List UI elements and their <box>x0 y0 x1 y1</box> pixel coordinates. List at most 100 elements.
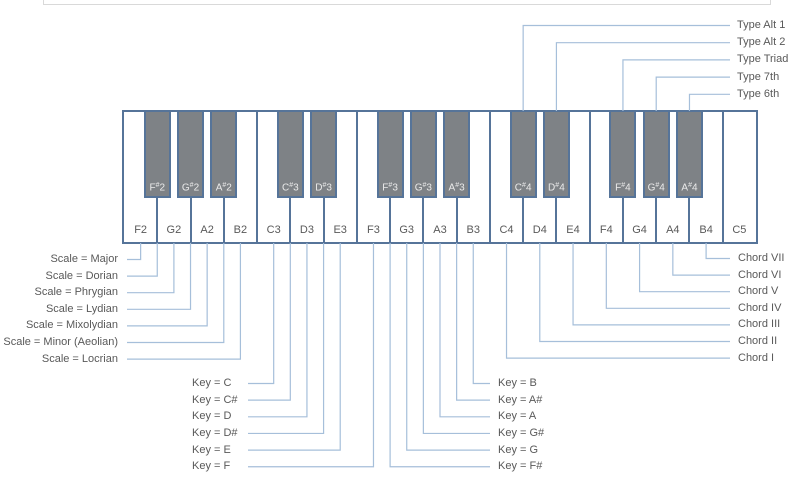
types-label-dsharp4: Type Alt 2 <box>737 36 786 49</box>
scales-label-g2: Scale = Phrygian <box>34 286 118 299</box>
black-key-label-asharp3: A#3 <box>448 181 465 193</box>
white-key-label-a4: A4 <box>666 224 680 236</box>
keys-right-label-g3: Key = G <box>498 443 539 456</box>
keys-left-label-c3: Key = C <box>192 377 232 389</box>
keys-left-label-e3: Key = E <box>192 443 231 456</box>
black-key-asharp3: A#3 <box>443 112 471 198</box>
black-key-label-gsharp4: G#4 <box>647 181 665 193</box>
chords-label-d4: Chord II <box>738 335 778 347</box>
black-key-fsharp4: F#4 <box>609 112 637 198</box>
black-key-label-dsharp4: D#4 <box>548 181 565 193</box>
keys-right-label-fsharp3: Key = F# <box>498 460 543 473</box>
chords-label-b4: Chord VII <box>738 252 785 264</box>
connector-keys_left-c3 <box>248 243 275 385</box>
connector-types-fsharp4 <box>622 59 730 111</box>
white-key-label-c5: C5 <box>732 224 747 236</box>
scales-label-f2: Scale = Major <box>50 253 118 265</box>
keys-right-label-a3: Key = A <box>498 410 537 423</box>
white-key-label-a2: A2 <box>200 224 214 236</box>
black-key-gsharp2: G#2 <box>177 112 205 198</box>
black-key-dsharp4: D#4 <box>542 112 570 198</box>
connector-scales-g2 <box>127 243 175 294</box>
key-divider <box>455 198 458 242</box>
cropped-frame-bottom-rule <box>43 0 771 5</box>
key-divider <box>322 198 325 242</box>
connector-chords-e4 <box>572 243 730 326</box>
key-divider <box>488 112 491 242</box>
keys-left-label-csharp3: Key = C# <box>192 393 238 406</box>
black-key-csharp4: C#4 <box>509 112 537 198</box>
white-key-label-g3: G3 <box>399 224 415 236</box>
connector-types-asharp4 <box>688 93 730 111</box>
connector-types-dsharp4 <box>555 42 730 111</box>
types-label-gsharp4: Type 7th <box>737 70 780 83</box>
connector-keys_left-f3 <box>248 243 375 468</box>
key-divider <box>422 198 425 242</box>
white-key-label-e3: E3 <box>333 224 347 236</box>
black-key-fsharp3: F#3 <box>376 112 404 198</box>
key-divider <box>655 198 658 242</box>
connector-keys_left-d3 <box>248 243 308 418</box>
connector-keys_right-a3 <box>439 243 490 418</box>
keys-right-label-gsharp3: Key = G# <box>498 426 545 439</box>
white-key-label-a3: A3 <box>433 224 447 236</box>
connector-keys_right-asharp3 <box>456 243 490 401</box>
black-key-dsharp3: D#3 <box>310 112 338 198</box>
connector-keys_right-g3 <box>406 243 490 451</box>
connector-chords-f4 <box>605 243 730 309</box>
connector-keys_left-dsharp3 <box>248 243 325 435</box>
key-divider <box>522 198 525 242</box>
key-divider <box>621 198 624 242</box>
scales-label-a2: Scale = Mixolydian <box>25 319 118 332</box>
black-key-label-fsharp3: F#3 <box>382 181 398 193</box>
white-key-label-b2: B2 <box>233 224 248 236</box>
chords-label-a4: Chord VI <box>738 268 782 281</box>
connector-scales-fsharp2 <box>127 243 158 277</box>
white-key-label-c4: C4 <box>499 224 514 236</box>
black-key-label-gsharp3: G#3 <box>414 181 432 193</box>
scales-label-b2: Scale = Locrian <box>41 352 118 365</box>
black-key-label-csharp4: C#4 <box>514 181 532 193</box>
connector-scales-b2 <box>127 243 242 360</box>
black-key-asharp2: A#2 <box>210 112 238 198</box>
white-key-label-g4: G4 <box>632 224 647 236</box>
black-key-label-fsharp4: F#4 <box>615 181 631 193</box>
types-label-fsharp4: Type Triad <box>737 53 789 66</box>
white-key-label-f3: F3 <box>367 224 380 236</box>
connector-chords-b4 <box>705 243 730 260</box>
connector-scales-a2 <box>127 243 208 327</box>
connector-types-csharp4 <box>522 24 730 111</box>
key-divider <box>389 198 392 242</box>
types-label-asharp4: Type 6th <box>737 87 780 100</box>
key-divider <box>688 198 691 242</box>
black-key-label-dsharp3: D#3 <box>315 181 332 193</box>
connector-scales-gsharp2 <box>127 243 192 310</box>
connector-chords-c4 <box>505 243 730 359</box>
black-key-csharp3: C#3 <box>276 112 304 198</box>
connector-keys_left-csharp3 <box>248 243 291 401</box>
key-divider <box>355 112 358 242</box>
keys-right-label-asharp3: Key = A# <box>498 393 543 406</box>
connector-chords-a4 <box>672 243 730 276</box>
white-key-label-b4: B4 <box>699 224 713 236</box>
scales-label-asharp2: Scale = Minor (Aeolian) <box>3 336 118 348</box>
connector-keys_left-e3 <box>248 243 341 451</box>
keys-right-label-b3: Key = B <box>498 377 537 389</box>
key-divider <box>588 112 591 242</box>
connector-chords-d4 <box>539 243 730 343</box>
key-divider <box>289 198 292 242</box>
key-divider <box>721 112 724 242</box>
white-key-label-c3: C3 <box>266 224 281 236</box>
connector-scales-f2 <box>127 243 142 261</box>
key-divider <box>189 198 192 242</box>
black-key-fsharp2: F#2 <box>143 112 171 198</box>
key-divider <box>256 112 259 242</box>
white-key-label-e4: E4 <box>566 224 580 236</box>
white-key-label-f2: F2 <box>134 224 148 236</box>
connector-keys_right-gsharp3 <box>422 243 490 435</box>
chords-label-g4: Chord V <box>738 285 779 298</box>
connector-scales-asharp2 <box>127 243 225 344</box>
white-key-label-d3: D3 <box>299 224 314 236</box>
